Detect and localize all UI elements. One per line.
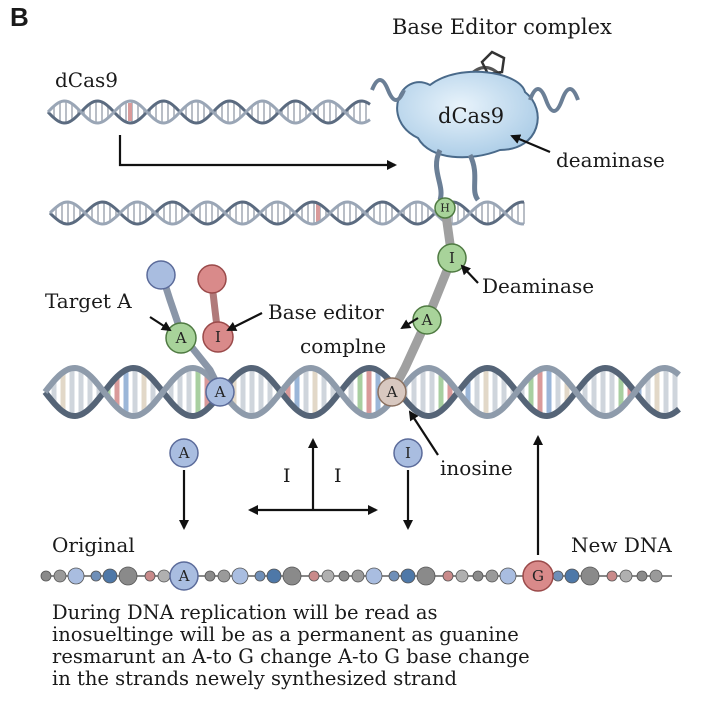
strand-bead [636,570,648,582]
base-editor-label-line2: complne [300,334,387,358]
caption-line: inosueltinge will be as a permanent as g… [52,623,519,646]
strand-bead [552,570,564,582]
caption-line: During DNA replication will be read as [52,601,438,624]
strand-bead [351,569,365,583]
strand-bead [231,567,249,585]
pointer-target-a [149,316,172,332]
caption-line: in the strands newely synthesized strand [52,667,458,690]
strand-bead [365,567,383,585]
strand-bead [118,566,138,586]
svg-text:A: A [421,311,433,329]
strand-bead [580,566,600,586]
blue-ball [146,260,176,290]
strand-bead [400,568,416,584]
original-label: Original [52,533,135,557]
linker-node-a: A [412,305,442,335]
pointer-deaminase [510,134,551,154]
strand-bead [254,570,266,582]
down-node-i: I [393,438,423,468]
svg-text:A: A [214,383,226,401]
strand-bead [67,567,85,585]
strand-bead [606,570,618,582]
red-ball [197,264,227,294]
strand-bead [217,569,231,583]
svg-text:A: A [178,567,190,585]
strand-bead [308,570,320,582]
top-dna-helix [46,99,371,125]
strand-node-g: G [522,560,554,592]
strand-bead [282,566,302,586]
target-a-label: Target A [45,289,132,313]
dcas9-blob-label: dCas9 [438,104,505,128]
deaminase-mid-label: Deaminase [482,274,595,298]
strand-bead [564,568,580,584]
pointer-deaminase-mid [460,264,479,284]
strand-node-a: A [169,561,199,591]
arrows [118,134,551,555]
strand-bead [619,569,633,583]
inosine-label: inosine [440,456,513,480]
strand-bead [144,570,156,582]
new-dna-label: New DNA [571,533,672,557]
strand-bead [338,570,350,582]
arrow-top [118,135,397,170]
svg-text:A: A [178,444,190,462]
strand-bead [388,570,400,582]
strand-bead [485,569,499,583]
linker-node-i: I [437,243,467,273]
svg-text:A: A [386,383,398,401]
strand-bead [321,569,335,583]
linker-node-h: H [434,197,456,219]
pointer-base-editor [226,312,263,331]
cross-left-i: I [283,465,291,487]
strand-bead [455,569,469,583]
strand-bead [90,570,102,582]
strand-bead [53,569,67,583]
caption: During DNA replication will be read as i… [52,602,702,690]
base-editor-complex-label: Base Editor complex [392,15,612,39]
svg-text:I: I [449,249,455,267]
base-editor-label-line1: Base editor [268,300,384,324]
panel-letter: B [10,2,29,32]
svg-text:H: H [440,202,450,215]
strand-bead [472,570,484,582]
strand-bead [266,568,282,584]
target-node-a: A [165,322,197,354]
strand-bead [416,566,436,586]
strand-bead [649,569,663,583]
dcas9-label: dCas9 [55,68,119,92]
deaminase-top-label: deaminase [556,148,665,172]
helix-node-a-left: A [205,377,235,407]
beaded-strand [40,566,672,586]
caption-line: resmarunt an A-to G change A-to G base c… [52,645,530,668]
strand-bead [204,570,216,582]
svg-text:I: I [215,328,221,346]
strand-bead [442,570,454,582]
down-node-a: A [169,438,199,468]
dcas9-blob [396,70,539,159]
base-editor-complex [370,50,580,202]
main-dna-helix [42,364,681,420]
pointer-inosine [408,410,439,456]
strand-bead [40,570,52,582]
strand-bead [102,568,118,584]
svg-text:I: I [405,444,411,462]
strand-bead [499,567,517,585]
svg-text:G: G [532,567,544,585]
helix-node-a-right: A [377,377,407,407]
linker-chain [387,203,457,397]
cross-right-i: I [334,465,342,487]
strand-bead [157,569,171,583]
svg-text:A: A [175,329,187,347]
target-node-i: I [202,321,234,353]
